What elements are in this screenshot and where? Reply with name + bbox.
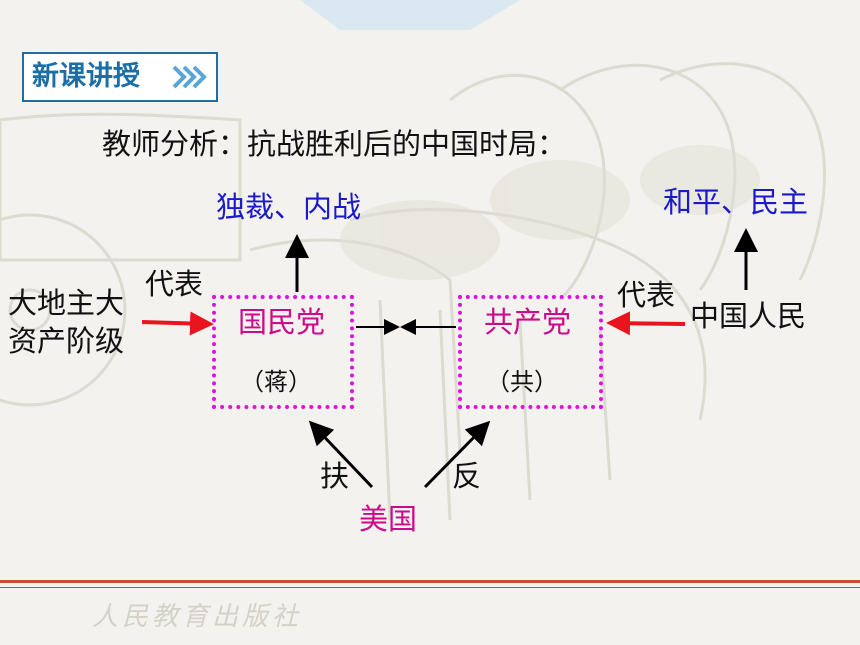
section-title: 新课讲授	[32, 61, 140, 92]
kmt-outcome-text: 独裁、内战	[216, 190, 362, 224]
chinese-people-label: 中国人民	[690, 299, 807, 333]
ccp-outcome-text: 和平、民主	[663, 185, 809, 219]
support-label: 扶	[320, 459, 350, 493]
header-badge	[22, 52, 218, 102]
kmt-leader: （蒋）	[240, 368, 312, 396]
people-arrow	[606, 311, 686, 336]
diagram-heading: 教师分析：抗战胜利后的中国时局：	[102, 127, 567, 161]
ccp-leader: （共）	[486, 368, 558, 396]
kmt-box	[212, 295, 354, 409]
usa-oppose-arrow	[423, 420, 491, 489]
kmt-name: 国民党	[238, 305, 326, 339]
oppose-label: 反	[452, 459, 482, 493]
left-represent-label: 代表	[145, 267, 204, 301]
landlord-arrow	[141, 311, 214, 336]
publisher-logo: 人民教育出版社	[92, 602, 303, 632]
usa-label: 美国	[359, 502, 418, 536]
footer-rule-thin	[0, 587, 860, 588]
landlord-class-line1: 大地主大	[8, 286, 125, 320]
landlord-class-line2: 资产阶级	[8, 324, 125, 358]
footer-rule	[0, 580, 860, 583]
ccp-name: 共产党	[484, 305, 572, 339]
usa-support-arrow	[308, 420, 374, 489]
right-represent-label: 代表	[617, 278, 676, 312]
ccp-box	[458, 295, 603, 409]
